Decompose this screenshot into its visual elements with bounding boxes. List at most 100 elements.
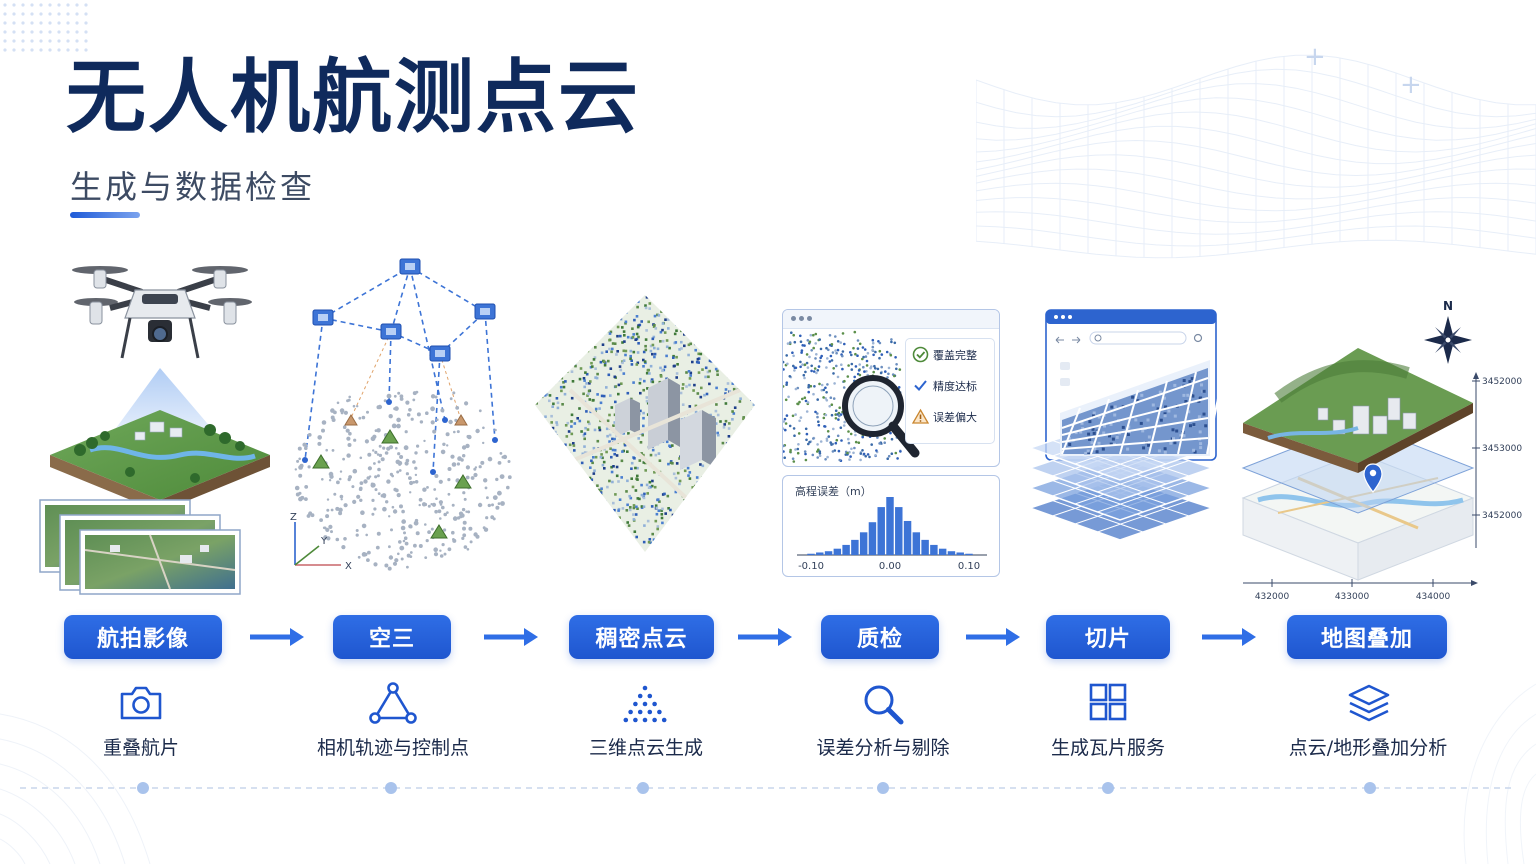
- cloud-point: [659, 375, 663, 378]
- tile-pixel: [1199, 396, 1203, 400]
- sparse-point: [413, 460, 416, 463]
- sparse-point: [473, 532, 478, 537]
- cloud-point: [708, 344, 712, 347]
- cloud-point: [696, 321, 699, 324]
- sparse-point: [399, 397, 404, 401]
- cloud-point: [732, 379, 735, 382]
- step-button-dense-point-cloud[interactable]: 稠密点云: [569, 615, 714, 659]
- preview-point: [856, 339, 860, 342]
- cloud-point: [570, 488, 574, 491]
- sparse-point: [430, 527, 434, 531]
- sparse-point: [495, 505, 500, 510]
- preview-point: [879, 371, 883, 375]
- cloud-point: [757, 394, 760, 397]
- step-button-aerotriangulation[interactable]: 空三: [333, 615, 451, 659]
- cloud-point: [610, 296, 613, 299]
- tile-pixel: [1081, 427, 1085, 430]
- tile-pixel: [1182, 393, 1186, 397]
- sparse-point: [371, 512, 375, 516]
- tile-pixel: [1197, 415, 1201, 419]
- cloud-point: [727, 366, 730, 370]
- cloud-point: [561, 310, 565, 313]
- cloud-point: [640, 493, 644, 497]
- sparse-point: [466, 548, 470, 551]
- cloud-point: [723, 505, 726, 509]
- cloud-point: [698, 519, 702, 522]
- preview-point: [872, 353, 875, 357]
- step-button-tiling[interactable]: 切片: [1046, 615, 1170, 659]
- cloud-point: [711, 519, 714, 522]
- cloud-point: [636, 478, 639, 481]
- preview-point: [825, 366, 828, 369]
- tile-pixel: [1092, 411, 1096, 415]
- sparse-point: [371, 498, 375, 502]
- preview-point: [873, 364, 876, 368]
- cloud-point: [572, 482, 575, 486]
- cloud-point: [711, 517, 715, 521]
- cloud-point: [714, 518, 718, 522]
- step-button-map-overlay[interactable]: 地图叠加: [1287, 615, 1447, 659]
- cloud-point: [568, 452, 571, 456]
- bg-dot: [30, 48, 34, 52]
- cloud-point: [572, 540, 576, 544]
- cloud-point: [550, 464, 553, 467]
- cloud-point: [596, 307, 600, 311]
- cloud-point: [679, 305, 683, 309]
- cloud-point: [594, 367, 597, 370]
- cloud-point: [758, 365, 760, 368]
- cloud-point: [691, 307, 694, 310]
- cloud-point: [553, 522, 556, 525]
- cloud-point: [590, 459, 593, 463]
- axis-label-z: Z: [290, 512, 297, 523]
- cloud-point: [703, 324, 706, 327]
- sparse-point: [373, 507, 377, 511]
- page-subtitle: 生成与数据检查: [70, 168, 316, 206]
- cloud-point: [632, 518, 636, 521]
- cloud-point: [744, 445, 747, 449]
- histogram-title: 高程误差（m）: [795, 485, 872, 498]
- sparse-point: [367, 466, 372, 471]
- step-button-aerial-imagery[interactable]: 航拍影像: [64, 615, 222, 659]
- cloud-point: [639, 409, 642, 413]
- sparse-point: [455, 406, 460, 410]
- cloud-point: [705, 537, 709, 540]
- cloud-point: [561, 403, 564, 406]
- tile-pixel: [1131, 395, 1135, 399]
- cloud-point: [753, 416, 755, 420]
- map-y-tick: 3453000: [1482, 444, 1522, 454]
- cloud-point: [540, 440, 543, 443]
- tile-pixel: [1134, 418, 1138, 422]
- preview-point: [784, 398, 788, 402]
- cloud-point: [684, 295, 687, 298]
- sparse-point: [390, 528, 393, 532]
- sparse-point: [352, 468, 358, 474]
- tile-pixel: [1113, 413, 1117, 417]
- bg-dot: [57, 3, 61, 7]
- cloud-point: [598, 407, 601, 410]
- cloud-point: [675, 462, 679, 465]
- preview-point: [847, 441, 851, 445]
- bg-dot: [57, 39, 61, 43]
- cloud-point: [718, 528, 721, 531]
- cloud-point: [550, 295, 554, 299]
- cloud-point: [650, 380, 653, 383]
- cloud-point: [549, 352, 553, 356]
- cloud-point: [703, 518, 706, 521]
- cloud-point: [556, 301, 560, 304]
- cloud-point: [747, 332, 751, 335]
- step-button-quality-check[interactable]: 质检: [821, 615, 939, 659]
- cloud-point: [714, 544, 717, 547]
- sparse-point: [443, 512, 447, 517]
- cloud-point: [704, 540, 708, 543]
- cloud-point: [681, 383, 685, 386]
- cloud-point: [557, 369, 560, 373]
- flow-arrow-icon: [1202, 628, 1256, 646]
- bg-dot: [12, 3, 16, 7]
- cloud-point: [640, 452, 643, 455]
- cloud-point: [573, 329, 576, 333]
- sparse-point: [319, 518, 323, 522]
- preview-point: [874, 350, 877, 354]
- cloud-point: [602, 333, 605, 336]
- preview-point: [861, 435, 864, 439]
- cloud-point: [577, 482, 581, 485]
